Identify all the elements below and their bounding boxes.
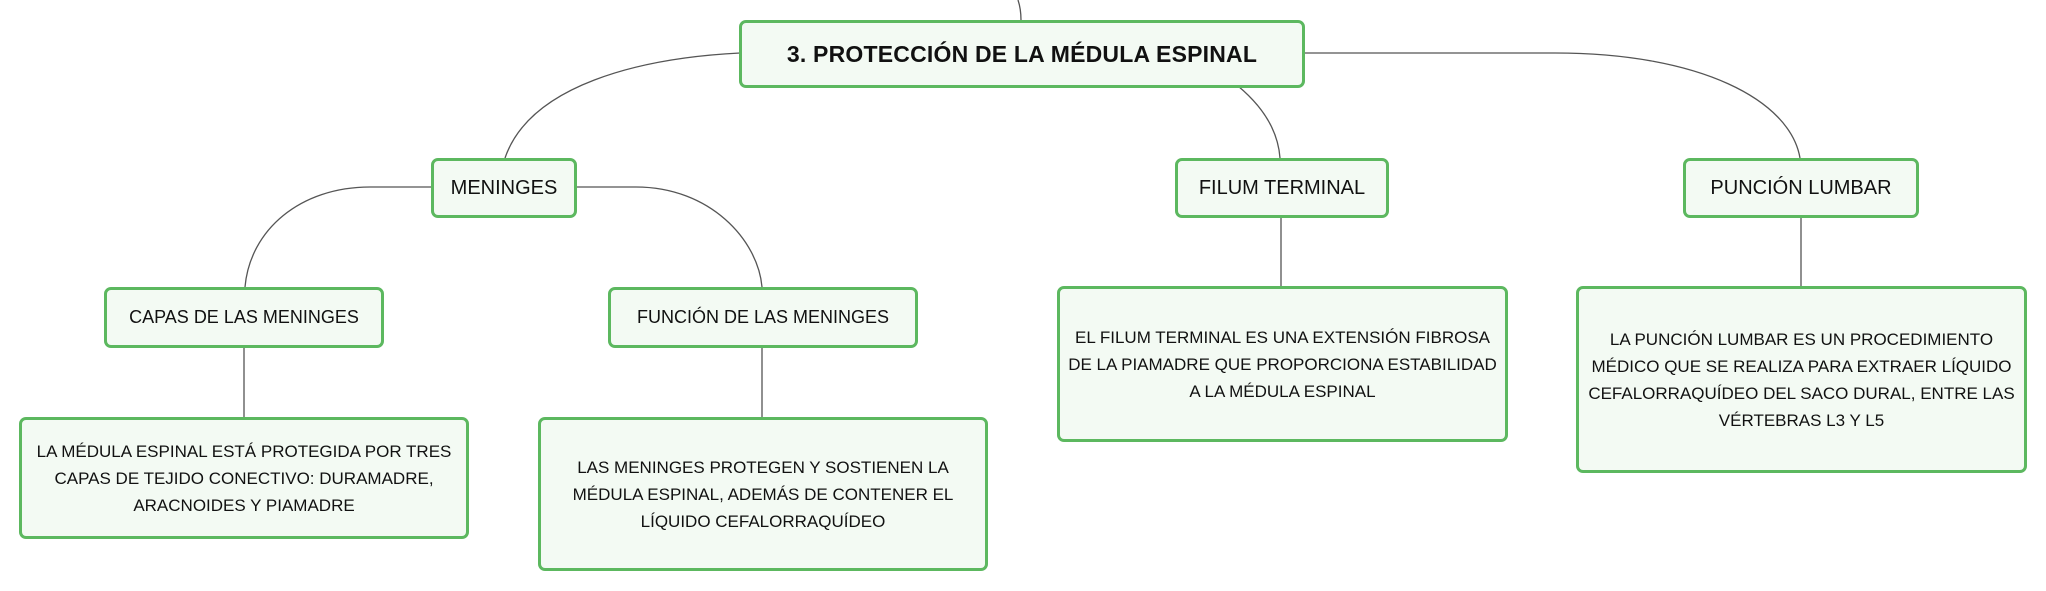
root-topic-label: 3. PROTECCIÓN DE LA MÉDULA ESPINAL	[786, 40, 1258, 67]
topic-filum-terminal-label: FILUM TERMINAL	[1198, 176, 1366, 199]
topic-capas-de-las-meninges[interactable]: CAPAS DE LAS MENINGES	[104, 287, 384, 348]
topic-funcion-label: FUNCIÓN DE LAS MENINGES	[636, 307, 890, 327]
connector-root-to-meninges	[504, 52, 741, 159]
topic-meninges[interactable]: MENINGES	[431, 158, 577, 218]
connector-meninges-to-capas	[244, 186, 431, 288]
connector-meninges-to-funcion	[576, 186, 763, 288]
detail-puncion-lumbar-text: LA PUNCIÓN LUMBAR ES UN PROCEDIMIENTO MÉ…	[1588, 329, 2015, 430]
detail-filum-terminal-text: EL FILUM TERMINAL ES UNA EXTENSIÓN FIBRO…	[1068, 327, 1497, 401]
connector-root-to-puncion-lumbar	[1303, 52, 1801, 159]
detail-funcion-de-las-meninges[interactable]: LAS MENINGES PROTEGEN Y SOSTIENEN LA MÉD…	[538, 417, 988, 571]
root-topic[interactable]: 3. PROTECCIÓN DE LA MÉDULA ESPINAL	[739, 20, 1305, 88]
topic-puncion-lumbar[interactable]: PUNCIÓN LUMBAR	[1683, 158, 1919, 218]
detail-capas-de-las-meninges[interactable]: LA MÉDULA ESPINAL ESTÁ PROTEGIDA POR TRE…	[19, 417, 469, 539]
topic-funcion-de-las-meninges[interactable]: FUNCIÓN DE LAS MENINGES	[608, 287, 918, 348]
detail-funcion-text: LAS MENINGES PROTEGEN Y SOSTIENEN LA MÉD…	[572, 457, 954, 531]
detail-capas-text: LA MÉDULA ESPINAL ESTÁ PROTEGIDA POR TRE…	[36, 441, 452, 515]
connector-root-to-filum-terminal	[1237, 85, 1281, 159]
topic-filum-terminal[interactable]: FILUM TERMINAL	[1175, 158, 1389, 218]
topic-puncion-lumbar-label: PUNCIÓN LUMBAR	[1710, 176, 1892, 199]
topic-meninges-label: MENINGES	[450, 176, 558, 199]
detail-filum-terminal[interactable]: EL FILUM TERMINAL ES UNA EXTENSIÓN FIBRO…	[1057, 286, 1508, 442]
topic-capas-label: CAPAS DE LAS MENINGES	[129, 307, 359, 327]
detail-puncion-lumbar[interactable]: LA PUNCIÓN LUMBAR ES UN PROCEDIMIENTO MÉ…	[1576, 286, 2027, 473]
connector-parent-to-root	[1017, 0, 1022, 21]
